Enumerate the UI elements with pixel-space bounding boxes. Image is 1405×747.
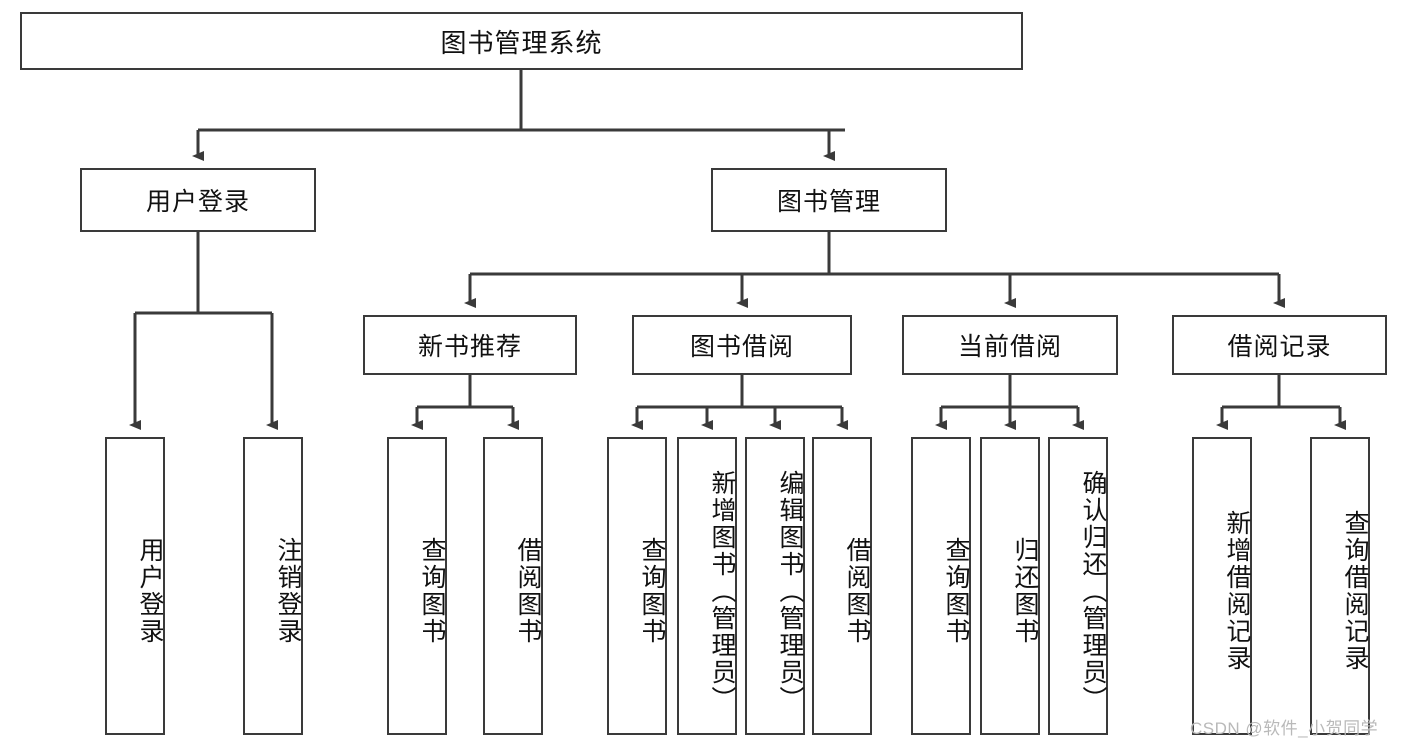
leaf-borrow-book-new[interactable]: 借阅图书 [483, 437, 543, 735]
node-book-borrow[interactable]: 图书借阅 [632, 315, 852, 375]
node-book-management[interactable]: 图书管理 [711, 168, 947, 232]
leaf-query-borrow-record[interactable]: 查询借阅记录 [1310, 437, 1370, 735]
leaf-user-login[interactable]: 用户登录 [105, 437, 165, 735]
leaf-add-book-admin[interactable]: 新增图书（管理员） [677, 437, 737, 735]
leaf-logout[interactable]: 注销登录 [243, 437, 303, 735]
node-current-borrow[interactable]: 当前借阅 [902, 315, 1118, 375]
leaf-query-book-borrow[interactable]: 查询图书 [607, 437, 667, 735]
node-borrow-record[interactable]: 借阅记录 [1172, 315, 1387, 375]
leaf-confirm-return-admin[interactable]: 确认归还（管理员） [1048, 437, 1108, 735]
leaf-borrow-book[interactable]: 借阅图书 [812, 437, 872, 735]
node-user-login[interactable]: 用户登录 [80, 168, 316, 232]
node-root-system[interactable]: 图书管理系统 [20, 12, 1023, 70]
node-new-book-recommend[interactable]: 新书推荐 [363, 315, 577, 375]
leaf-query-book-new[interactable]: 查询图书 [387, 437, 447, 735]
csdn-watermark: CSDN @软件_小贺同学 [1190, 719, 1379, 738]
leaf-add-borrow-record[interactable]: 新增借阅记录 [1192, 437, 1252, 735]
leaf-return-book[interactable]: 归还图书 [980, 437, 1040, 735]
leaf-edit-book-admin[interactable]: 编辑图书（管理员） [745, 437, 805, 735]
leaf-query-book-current[interactable]: 查询图书 [911, 437, 971, 735]
